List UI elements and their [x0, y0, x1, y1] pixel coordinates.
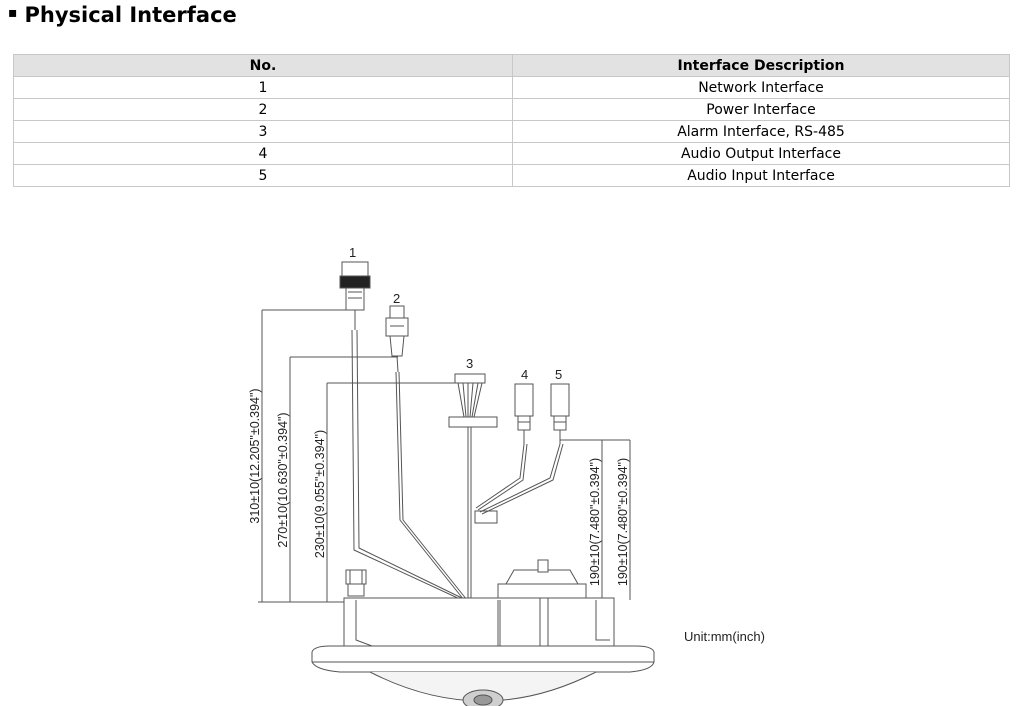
interface-drawing: 1 2 3 4 5 310±10(12.205"±0.394") 270±10(…	[248, 245, 765, 706]
dimension-label-audio-input: 190±10(7.480"±0.394")	[616, 458, 630, 586]
callout-4: 4	[521, 367, 528, 382]
interface-table: No. Interface Description 1 Network Inte…	[13, 54, 1010, 187]
dimension-lines-right	[560, 439, 631, 600]
audio-output-connector	[514, 383, 534, 444]
callout-3: 3	[466, 356, 473, 371]
dimension-label-network: 310±10(12.205"±0.394")	[248, 388, 262, 523]
table-row: 5 Audio Input Interface	[13, 164, 1010, 187]
power-connector	[385, 305, 409, 373]
callout-1: 1	[349, 245, 356, 260]
camera-body	[311, 559, 655, 706]
dimension-label-power: 270±10(10.630"±0.394")	[276, 412, 290, 547]
callout-2: 2	[393, 291, 400, 306]
row-number: 2	[13, 98, 513, 121]
audio-input-connector	[550, 383, 570, 444]
row-description: Audio Input Interface	[512, 164, 1010, 187]
row-number: 5	[13, 164, 513, 187]
row-number: 1	[13, 76, 513, 99]
table-row: 3 Alarm Interface, RS-485	[13, 120, 1010, 143]
dimension-label-alarm: 230±10(9.055"±0.394")	[313, 430, 327, 558]
table-row: 1 Network Interface	[13, 76, 1010, 99]
row-number: 4	[13, 142, 513, 165]
row-description: Alarm Interface, RS-485	[512, 120, 1010, 143]
cables	[351, 329, 564, 601]
table-row: 2 Power Interface	[13, 98, 1010, 121]
row-description: Audio Output Interface	[512, 142, 1010, 165]
table-header-row: No. Interface Description	[13, 54, 1010, 77]
network-connector	[339, 261, 371, 330]
table-row: 4 Audio Output Interface	[13, 142, 1010, 165]
unit-label: Unit:mm(inch)	[684, 629, 765, 644]
row-description: Network Interface	[512, 76, 1010, 99]
row-number: 3	[13, 120, 513, 143]
column-header-description: Interface Description	[512, 54, 1010, 77]
section-title: Physical Interface	[24, 3, 237, 27]
row-description: Power Interface	[512, 98, 1010, 121]
square-bullet-icon: ▪	[8, 5, 18, 21]
dimension-label-audio-output: 190±10(7.480"±0.394")	[588, 458, 602, 586]
section-heading: ▪ Physical Interface	[8, 0, 237, 30]
callout-5: 5	[555, 367, 562, 382]
alarm-connector	[448, 373, 498, 600]
dimension-lines-left	[258, 309, 458, 603]
column-header-no: No.	[13, 54, 513, 77]
